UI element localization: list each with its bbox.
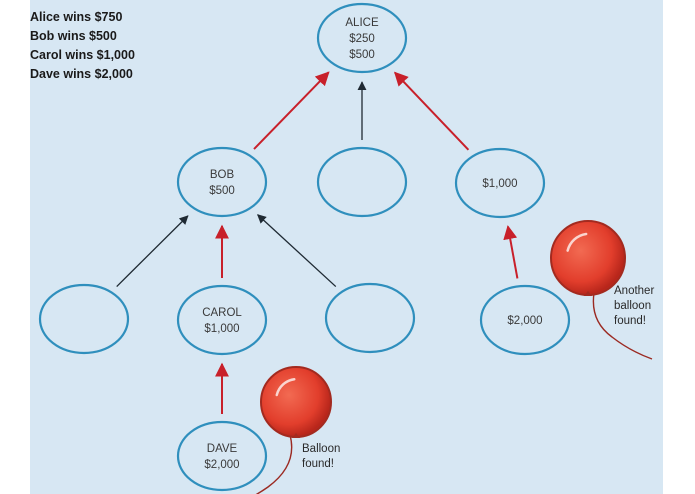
- balloon-icon: [550, 220, 626, 296]
- node-label-line: ALICE: [345, 17, 379, 29]
- node-ellipse: [316, 2, 408, 74]
- balloon-caption: Balloon found!: [302, 443, 340, 470]
- node-label-line: $1,000: [204, 323, 239, 335]
- node-label-line: $2,000: [204, 459, 239, 471]
- balloon-caption-line: balloon: [614, 300, 651, 312]
- balloon-caption-line: Another: [614, 285, 654, 297]
- node-alice: ALICE $250 $500: [316, 2, 408, 74]
- node-ellipse: [176, 420, 268, 492]
- winner-line-carol: Carol wins $1,000: [30, 48, 135, 62]
- arrow-r2000-to-r1000: [503, 225, 519, 279]
- balloon-knot: [292, 433, 300, 438]
- arrow-bob-to-alice: [253, 71, 330, 150]
- node-bob: BOB $500: [176, 146, 268, 218]
- balloon-dave: Balloon found!: [255, 366, 340, 494]
- node-r2000: $2,000: [479, 284, 571, 356]
- node-ellipse: [176, 284, 268, 356]
- node-label-line: $500: [209, 185, 235, 197]
- winners-list: Alice wins $750 Bob wins $500 Carol wins…: [30, 8, 135, 84]
- node-mid: [316, 146, 408, 218]
- balloon-caption: Another balloon found!: [614, 285, 654, 327]
- balloon-highlight: [275, 378, 296, 397]
- balloon-knot: [584, 291, 592, 296]
- node-label-line: DAVE: [207, 443, 238, 455]
- nodes-layer: ALICE$250$500BOB$500$1,000CAROL$1,000$2,…: [38, 2, 571, 492]
- node-label-line: BOB: [210, 169, 235, 181]
- balloon-r2000: Another balloon found!: [550, 220, 654, 360]
- node-label-line: $250: [349, 33, 375, 45]
- node-l3: [324, 282, 416, 354]
- node-ellipse: [324, 282, 416, 354]
- node-label-line: $2,000: [507, 315, 542, 327]
- balloons-layer: Balloon found! Another balloon found!: [255, 220, 654, 494]
- node-label-line: $1,000: [482, 178, 517, 190]
- balloon-string: [592, 292, 653, 360]
- balloon-caption-line: Balloon: [302, 443, 340, 455]
- node-label-line: $500: [349, 49, 375, 61]
- arrow-r1000-to-alice: [393, 71, 470, 151]
- balloon-caption-line: found!: [302, 458, 334, 470]
- arrow-l1-to-bob: [116, 215, 189, 287]
- winner-line-bob: Bob wins $500: [30, 29, 117, 43]
- balloon-highlight: [566, 232, 588, 252]
- balloon-caption-line: found!: [614, 315, 646, 327]
- node-dave: DAVE $2,000: [176, 420, 268, 492]
- winner-line-alice: Alice wins $750: [30, 10, 123, 24]
- node-ellipse: [176, 146, 268, 218]
- node-label-line: CAROL: [202, 307, 242, 319]
- node-r1000: $1,000: [454, 147, 546, 219]
- node-ellipse: [454, 147, 546, 219]
- arrow-l3-to-bob: [257, 214, 337, 288]
- node-ellipse: [316, 146, 408, 218]
- node-l1: [38, 283, 130, 355]
- node-ellipse: [38, 283, 130, 355]
- balloon-string: [255, 434, 293, 494]
- node-carol: CAROL $1,000: [176, 284, 268, 356]
- edges-layer: [116, 71, 519, 414]
- node-ellipse: [479, 284, 571, 356]
- balloon-icon: [260, 366, 332, 438]
- winner-line-dave: Dave wins $2,000: [30, 67, 133, 81]
